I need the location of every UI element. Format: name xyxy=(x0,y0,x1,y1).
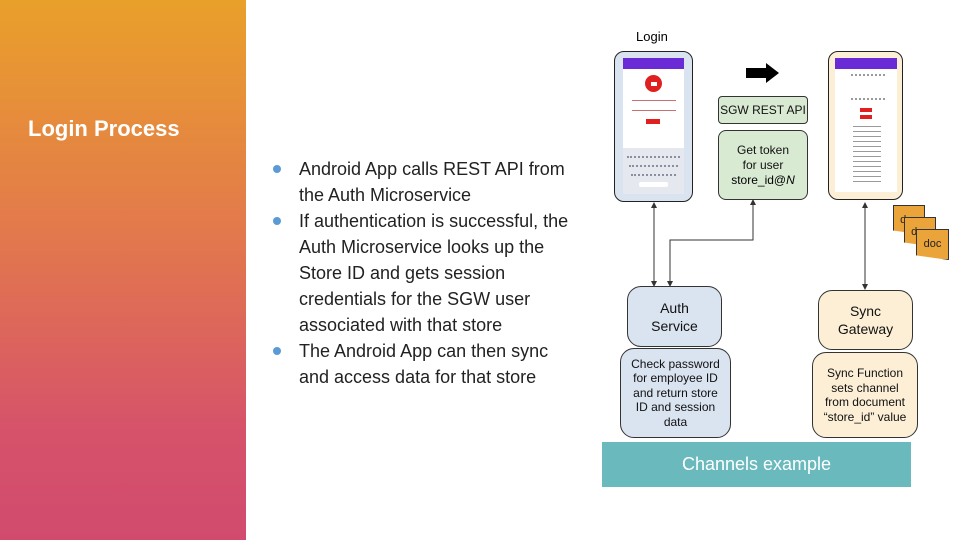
bullet-text: The Android App can then sync and access… xyxy=(299,341,549,387)
get-token-line1: Get token xyxy=(736,142,790,157)
right-arrow-icon xyxy=(746,63,779,83)
document-label: doc xyxy=(923,238,942,250)
channels-example-label: Channels example xyxy=(681,454,832,474)
check-password-label: Check password for employee ID and retur… xyxy=(631,356,720,429)
login-phone-screen xyxy=(623,58,684,194)
bullet-item: If authentication is successful, the Aut… xyxy=(272,208,572,338)
slide-title: Login Process xyxy=(28,116,180,141)
get-token-line2: for user xyxy=(742,157,784,172)
arrowhead-down xyxy=(651,281,657,287)
app-header-bar xyxy=(835,58,897,69)
login-button[interactable] xyxy=(646,119,660,124)
password-field[interactable] xyxy=(632,110,676,111)
space-bar[interactable] xyxy=(639,182,668,187)
channels-example-banner: Channels example xyxy=(602,442,911,487)
sync-gateway-label: Sync Gateway xyxy=(837,303,894,337)
bullet-item: The Android App can then sync and access… xyxy=(272,338,572,390)
login-phone xyxy=(614,51,693,202)
bullet-dot xyxy=(273,217,281,225)
document-icon: doc xyxy=(916,229,949,260)
arrowhead-down xyxy=(862,284,868,290)
bullet-text: If authentication is successful, the Aut… xyxy=(299,211,569,335)
data-phone-screen xyxy=(835,58,897,192)
sync-function-box: Sync Function sets channel from document… xyxy=(812,352,918,438)
token-prefix: store_id@ xyxy=(731,172,787,187)
auth-service-box: Auth Service xyxy=(627,286,722,347)
get-token-box: Get token for user store_id@N xyxy=(718,130,808,200)
token-id: store_id@N xyxy=(731,173,795,188)
token-suffix: N xyxy=(786,172,795,187)
check-password-box: Check password for employee ID and retur… xyxy=(620,348,731,438)
keyboard-row xyxy=(631,174,676,178)
keyboard-row xyxy=(627,156,680,160)
bullet-text: Android App calls REST API from the Auth… xyxy=(299,159,565,205)
keyboard[interactable] xyxy=(623,148,684,194)
arrowhead-up xyxy=(651,202,657,208)
record-fields xyxy=(851,74,885,100)
data-phone xyxy=(828,51,903,200)
username-field[interactable] xyxy=(632,100,676,101)
bullet-dot xyxy=(273,347,281,355)
sync-gateway-box: Sync Gateway xyxy=(818,290,913,350)
login-label: Login xyxy=(636,29,668,44)
logo-mark-icon xyxy=(651,82,657,86)
bullet-list: Android App calls REST API from the Auth… xyxy=(272,156,572,390)
sync-function-label: Sync Function sets channel from document… xyxy=(823,366,907,424)
sgw-rest-api-box: SGW REST API xyxy=(718,96,808,124)
app-header-bar xyxy=(623,58,684,69)
arrowhead-up xyxy=(862,202,868,208)
action-button[interactable] xyxy=(860,108,872,112)
bullet-dot xyxy=(273,165,281,173)
sgw-rest-api-label: SGW REST API xyxy=(720,102,806,117)
auth-service-label: Auth Service xyxy=(651,299,698,334)
bullet-item: Android App calls REST API from the Auth… xyxy=(272,156,572,208)
sidebar-gradient xyxy=(0,0,246,540)
action-button[interactable] xyxy=(860,115,872,119)
arrowhead-up xyxy=(750,199,756,205)
arrowhead-down xyxy=(667,281,673,287)
employee-list xyxy=(853,126,881,186)
auth-token-line xyxy=(669,200,754,286)
keyboard-row xyxy=(629,165,678,169)
